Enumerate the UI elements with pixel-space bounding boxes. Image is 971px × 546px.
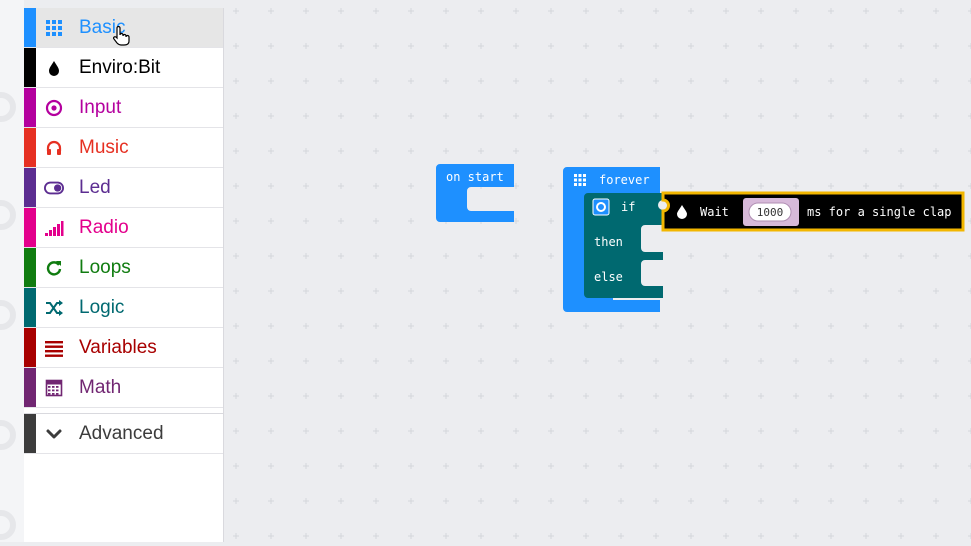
gear-icon[interactable] — [592, 198, 610, 216]
category-color-bar — [24, 128, 36, 167]
if-label: if — [621, 200, 635, 214]
category-color-bar — [24, 168, 36, 207]
category-advanced[interactable]: Advanced — [24, 414, 223, 454]
category-label: Math — [79, 377, 122, 398]
category-color-bar — [24, 248, 36, 287]
category-enviro-bit[interactable]: Enviro:Bit — [24, 48, 223, 88]
gear-watermark — [0, 420, 16, 450]
wait-suffix-label: ms for a single clap — [807, 205, 952, 219]
category-color-bar — [24, 48, 36, 87]
water-drop-icon — [44, 58, 64, 78]
category-label: Logic — [79, 297, 125, 318]
signal-bars-icon — [44, 218, 64, 238]
category-color-bar — [24, 414, 36, 453]
on-start-label: on start — [446, 170, 504, 184]
chevron-down-icon — [44, 424, 64, 444]
calculator-icon — [44, 378, 64, 398]
category-label: Music — [79, 137, 129, 158]
category-label: Led — [79, 177, 111, 198]
loop-arrow-icon — [44, 258, 64, 278]
category-radio[interactable]: Radio — [24, 208, 223, 248]
category-label: Variables — [79, 337, 157, 358]
shuffle-icon — [44, 298, 64, 318]
else-label: else — [594, 270, 623, 284]
gear-watermark — [0, 200, 16, 230]
headphones-icon — [44, 138, 64, 158]
advanced-divider — [24, 408, 223, 414]
target-icon — [44, 98, 64, 118]
toggle-icon — [44, 178, 64, 198]
category-color-bar — [24, 288, 36, 327]
category-label: Advanced — [79, 423, 164, 444]
category-logic[interactable]: Logic — [24, 288, 223, 328]
category-color-bar — [24, 208, 36, 247]
hand-cursor-icon — [113, 26, 130, 46]
grid-icon — [574, 174, 586, 186]
category-color-bar — [24, 8, 36, 47]
toolbox-gutter — [0, 0, 24, 542]
then-label: then — [594, 235, 623, 249]
category-color-bar — [24, 88, 36, 127]
blocks-workspace[interactable]: on start forever if then else — [225, 0, 971, 542]
category-math[interactable]: Math — [24, 368, 223, 408]
category-label: Radio — [79, 217, 129, 238]
if-then-else-block[interactable]: if then else — [584, 193, 663, 298]
category-label: Basic — [79, 17, 126, 38]
category-music[interactable]: Music — [24, 128, 223, 168]
on-start-block[interactable]: on start — [436, 164, 514, 222]
wait-for-clap-block[interactable]: Wait 1000 ms for a single clap — [661, 191, 965, 232]
category-color-bar — [24, 368, 36, 407]
gear-watermark — [0, 92, 16, 122]
list-lines-icon — [44, 338, 64, 358]
category-label: Input — [79, 97, 122, 118]
forever-label: forever — [599, 173, 650, 187]
category-led[interactable]: Led — [24, 168, 223, 208]
category-variables[interactable]: Variables — [24, 328, 223, 368]
water-drop-icon — [677, 205, 687, 219]
gear-watermark — [0, 510, 16, 540]
gear-watermark — [0, 300, 16, 330]
category-label: Loops — [79, 257, 131, 278]
category-color-bar — [24, 328, 36, 367]
duration-value[interactable]: 1000 — [757, 206, 784, 219]
wait-label: Wait — [700, 205, 729, 219]
duration-input[interactable] — [748, 202, 792, 222]
category-label: Enviro:Bit — [79, 57, 161, 78]
category-input[interactable]: Input — [24, 88, 223, 128]
category-loops[interactable]: Loops — [24, 248, 223, 288]
grid-icon — [44, 18, 64, 38]
